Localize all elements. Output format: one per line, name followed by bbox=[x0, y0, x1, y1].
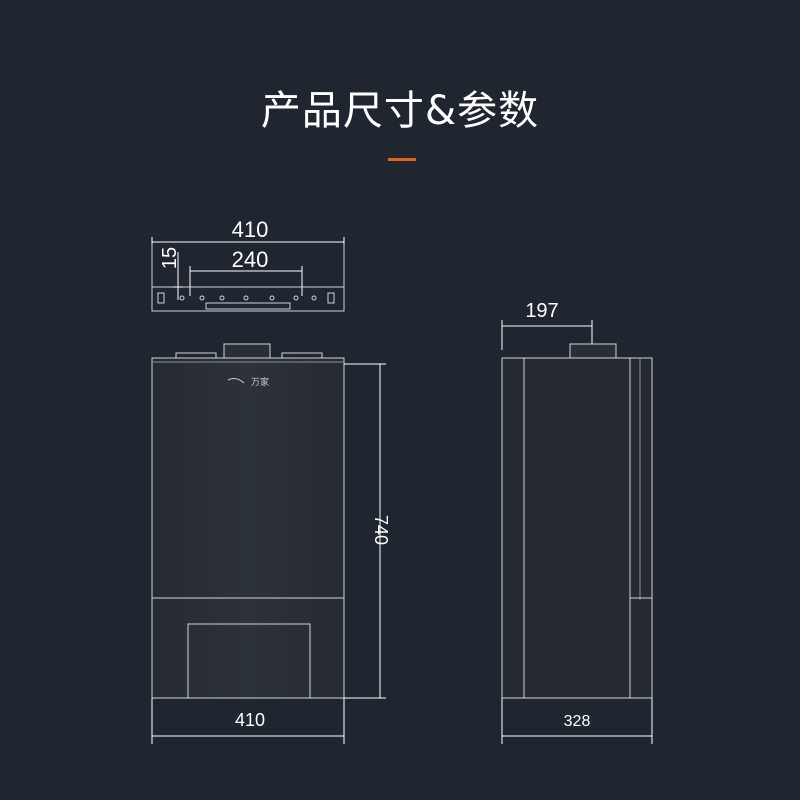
bracket-plate bbox=[151, 286, 345, 312]
bracket-height-label: 15 bbox=[159, 247, 181, 269]
front-width-label: 410 bbox=[235, 710, 265, 730]
mounting-bracket: 410 240 15 bbox=[151, 217, 345, 312]
page-title: 产品尺寸&参数 bbox=[260, 88, 540, 134]
brand-logo: 万家 bbox=[251, 376, 269, 387]
title-underline bbox=[388, 158, 416, 161]
front-view: 万家 740 410 bbox=[151, 343, 391, 744]
front-height-label: 740 bbox=[371, 515, 391, 545]
front-opening bbox=[187, 623, 311, 699]
bracket-hole-spacing-label: 240 bbox=[232, 247, 269, 272]
side-flue-label: 197 bbox=[525, 300, 558, 322]
side-cabinet bbox=[501, 357, 653, 699]
side-view: 197 328 bbox=[501, 300, 653, 744]
front-cabinet bbox=[151, 357, 345, 699]
side-depth-label: 328 bbox=[564, 713, 591, 730]
bracket-width-label: 410 bbox=[232, 217, 269, 242]
